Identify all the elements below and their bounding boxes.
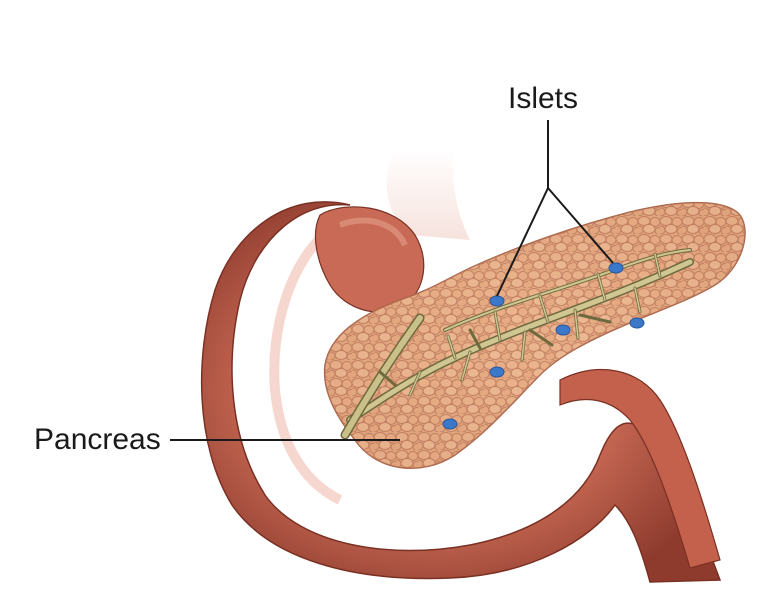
islet [629, 317, 645, 329]
islets-label: Islets [508, 82, 579, 115]
islet [608, 262, 624, 274]
islet [555, 324, 571, 336]
pancreas-label: Pancreas [34, 423, 161, 456]
pancreatic-duct [340, 248, 694, 440]
islet [489, 366, 505, 378]
islets-leader-left [496, 187, 549, 297]
islets-leader-right [547, 187, 614, 264]
leader-lines [170, 120, 614, 441]
islet [442, 418, 458, 430]
islet [489, 295, 505, 307]
jejunum [559, 369, 721, 569]
stomach-silhouette [386, 150, 470, 240]
